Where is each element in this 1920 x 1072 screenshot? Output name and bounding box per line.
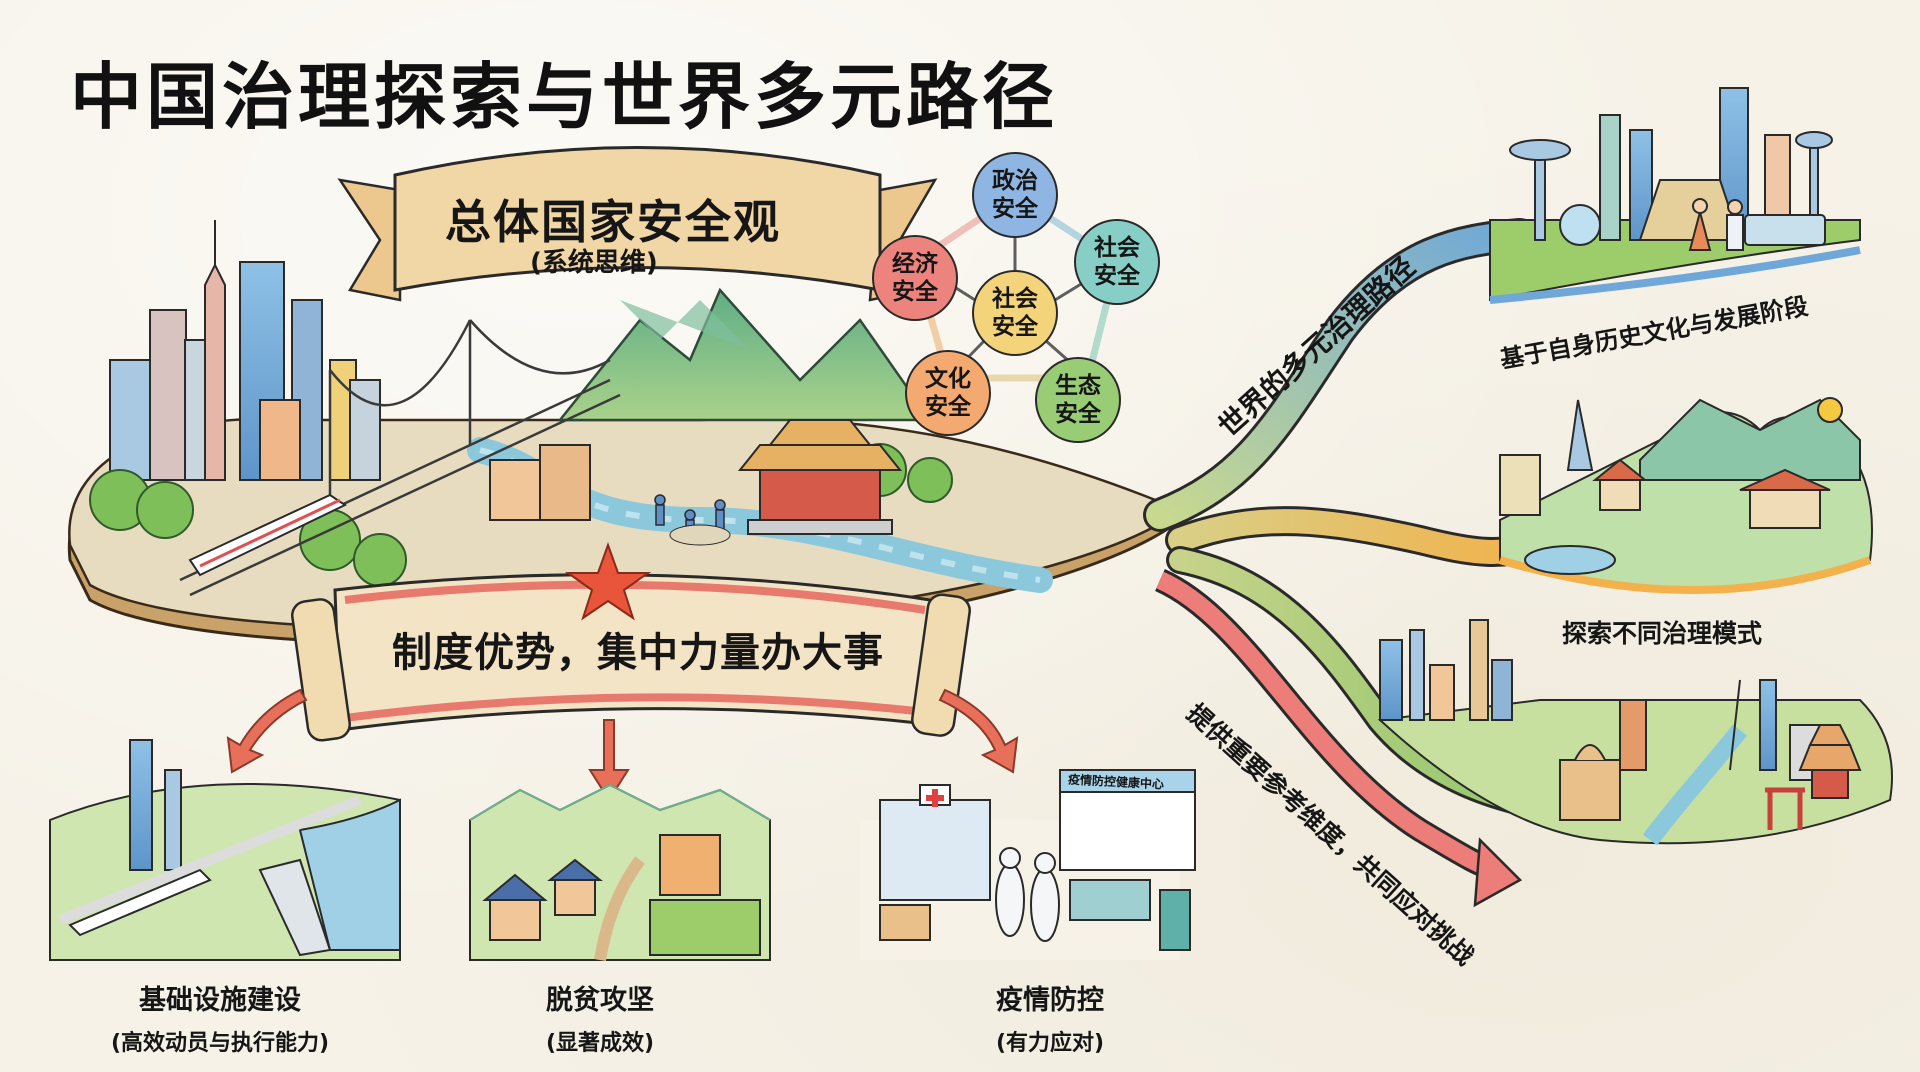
vignette-epidemic [860, 769, 1196, 960]
arrow-head-icon [1473, 837, 1523, 908]
vignette-infrastructure [49, 739, 401, 961]
node-social-security: 社会安全 [1074, 219, 1160, 305]
banner-title: 总体国家安全观 [445, 195, 781, 249]
node-center-social-security: 社会安全 [972, 270, 1058, 356]
vignette-modern-city [1489, 87, 1861, 304]
page-title: 中国治理探索与世界多元路径 [70, 55, 1059, 139]
banner-subtitle: (系统思维) [530, 248, 658, 278]
caption-infrastructure: 基础设施建设 (高效动员与执行能力) [110, 985, 330, 1056]
scroll-slogan: 制度优势，集中力量办大事 [392, 630, 884, 676]
vignette-eco-village [1498, 397, 1873, 594]
star-icon [564, 542, 652, 621]
node-economic-security: 经济安全 [872, 235, 958, 321]
scroll-banner [291, 542, 971, 742]
caption-epidemic: 疫情防控 (有力应对) [995, 985, 1105, 1056]
branch-label-governance-models: 探索不同治理模式 [1562, 619, 1763, 648]
node-ecological-security: 生态安全 [1035, 357, 1121, 443]
node-cultural-security: 文化安全 [905, 350, 991, 436]
node-political-security: 政治安全 [972, 152, 1058, 238]
caption-poverty: 脱贫攻坚 (显著成效) [545, 985, 655, 1056]
outcome-arrows [226, 688, 1019, 802]
vignette-poverty [469, 783, 771, 961]
vignette-world-landmarks [1377, 619, 1893, 846]
